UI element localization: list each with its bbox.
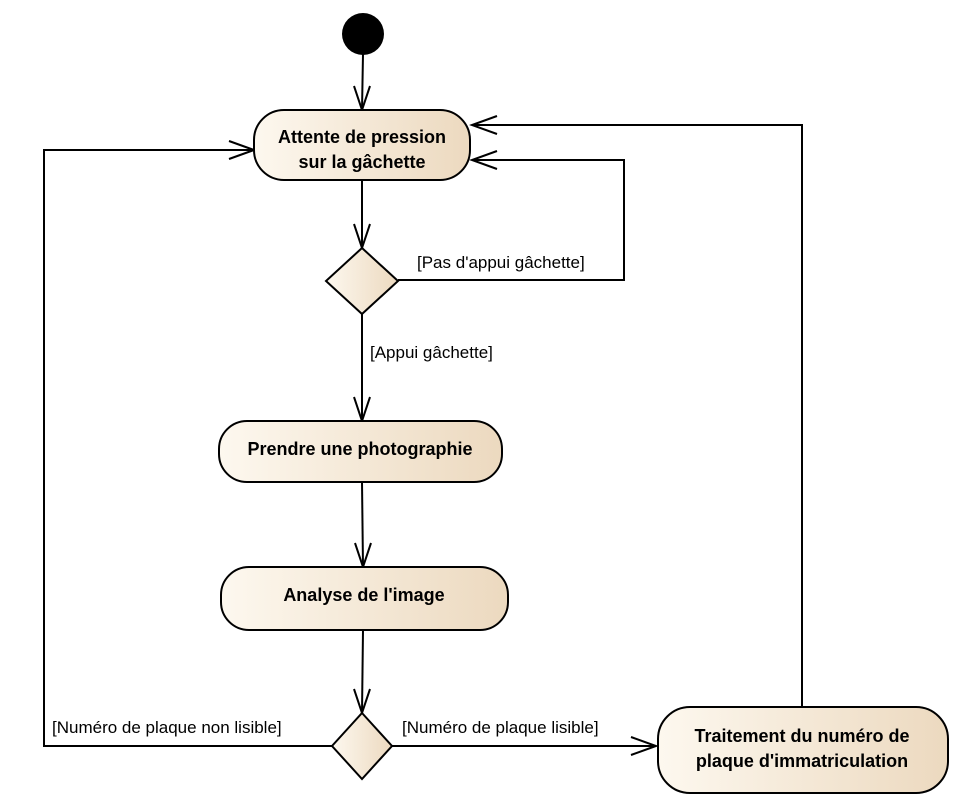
edge-initial-to-wait	[361, 53, 364, 111]
arrowhead-process-left	[630, 736, 659, 756]
edge-photo-to-analyse	[361, 481, 364, 568]
decision-plate	[330, 711, 394, 781]
edge-no-press-loop	[398, 159, 625, 281]
edge-analyse-to-decision	[361, 629, 364, 714]
wait-trigger-line1: Attente de pression	[278, 127, 446, 147]
guard-readable: [Numéro de plaque lisible]	[402, 718, 599, 737]
arrowhead-wait-right-upper	[469, 115, 498, 135]
take-photo-label: Prendre une photographie	[247, 439, 472, 459]
action-analyse-image	[220, 566, 509, 631]
guard-unreadable: [Numéro de plaque non lisible]	[52, 718, 282, 737]
guard-no-press: [Pas d'appui gâchette]	[417, 253, 585, 272]
guard-press: [Appui gâchette]	[370, 343, 493, 362]
arrowhead-wait-right-lower	[469, 150, 498, 170]
process-plate-line2: plaque d'immatriculation	[696, 751, 908, 771]
decision-trigger	[324, 246, 400, 316]
action-take-photo	[218, 420, 503, 483]
initial-node	[342, 13, 384, 55]
action-process-plate	[657, 706, 949, 794]
wait-trigger-line2: sur la gâchette	[298, 152, 425, 172]
action-wait-trigger	[253, 109, 471, 181]
edge-process-loop	[472, 124, 803, 707]
edge-unreadable-loop	[43, 149, 333, 747]
process-plate-line1: Traitement du numéro de	[694, 726, 909, 746]
analyse-image-label: Analyse de l'image	[283, 585, 444, 605]
